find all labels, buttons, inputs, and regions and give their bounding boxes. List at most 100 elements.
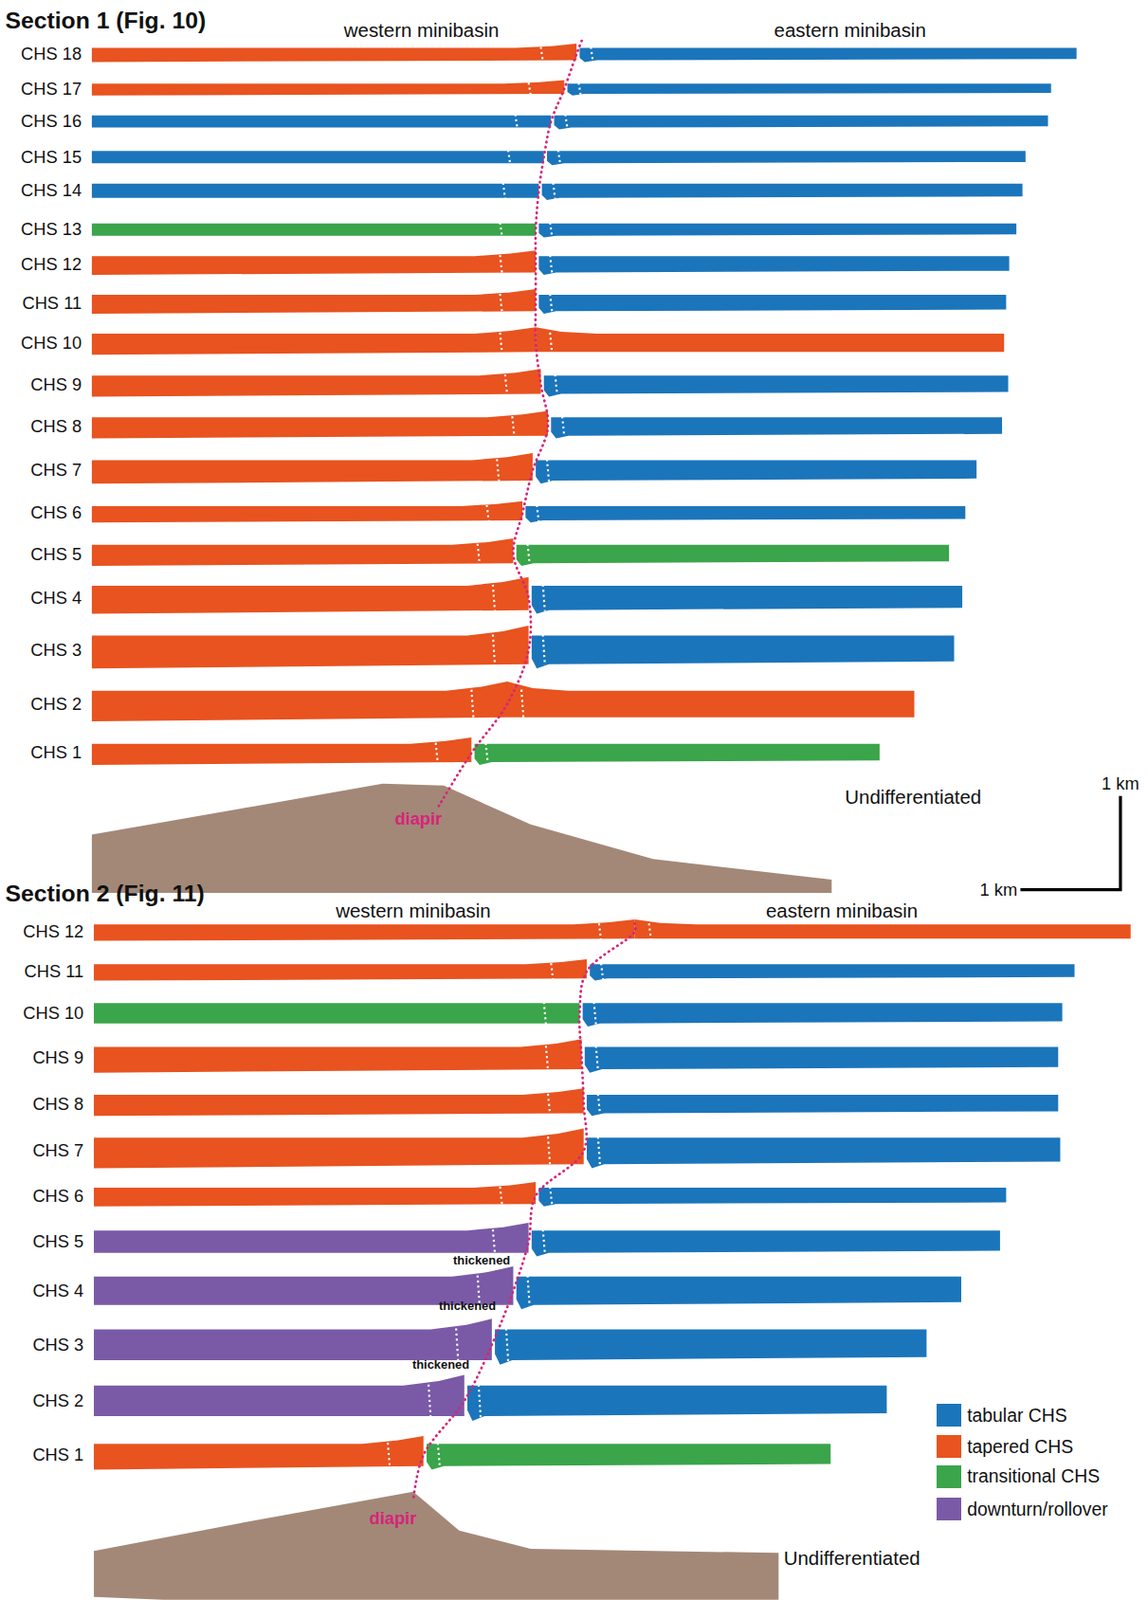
- boundary-mark: [543, 635, 546, 666]
- strata-label: western minibasin: [335, 900, 492, 922]
- strata-label: CHS 5: [32, 1232, 84, 1252]
- boundary-mark: [437, 1442, 440, 1468]
- west-strata-bar: [93, 1375, 465, 1418]
- strata-label: CHS 10: [20, 333, 82, 353]
- west-strata-bar: [91, 453, 533, 484]
- west-strata-bar: [93, 919, 636, 942]
- boundary-mark: [547, 1136, 550, 1166]
- west-strata-bar: [93, 1088, 584, 1116]
- boundary-mark: [549, 1186, 552, 1205]
- legend-swatch: [936, 1403, 962, 1427]
- legend-text: transitional CHS: [966, 1465, 1100, 1488]
- west-strata-bar: [93, 1222, 529, 1254]
- boundary-mark: [549, 332, 552, 354]
- boundary-mark: [499, 255, 502, 274]
- strata-label: CHS 10: [22, 1003, 84, 1023]
- boundary-mark: [555, 374, 558, 396]
- strata-label: 1 km: [980, 880, 1019, 900]
- west-strata-bar: [93, 1128, 584, 1168]
- east-strata-bar: [494, 1330, 927, 1366]
- boundary-mark: [521, 690, 524, 719]
- east-strata-bar: [579, 48, 1076, 63]
- east-strata-bar: [531, 585, 963, 615]
- legend-entry: downturn/rollover: [936, 1497, 1109, 1521]
- boundary-mark: [598, 1136, 601, 1166]
- boundary-mark: [499, 332, 502, 354]
- diapir-label: diapir: [394, 809, 442, 829]
- scale-bar: [1020, 796, 1120, 891]
- strata-label: CHS 11: [24, 962, 85, 982]
- west-strata-bar: [93, 1038, 583, 1074]
- strata-label: CHS 9: [30, 375, 82, 395]
- west-strata-bar: [91, 250, 536, 275]
- west-strata-bar: [93, 959, 587, 982]
- boundary-mark: [536, 505, 539, 522]
- legend-text: tapered CHS: [966, 1436, 1074, 1458]
- boundary-mark: [455, 1329, 458, 1362]
- boundary-mark: [543, 584, 546, 612]
- strata-label: CHS 9: [32, 1048, 84, 1068]
- east-strata-bar: [525, 506, 966, 523]
- west-strata-bar: [91, 577, 529, 615]
- boundary-mark: [499, 222, 502, 237]
- east-strata-bar: [635, 919, 1131, 939]
- legend-swatch: [936, 1497, 962, 1521]
- east-strata-bar: [538, 1187, 1006, 1207]
- legend-swatch: [936, 1435, 962, 1458]
- boundary-mark: [436, 743, 438, 765]
- east-strata-bar: [550, 417, 1003, 438]
- strata-label: CHS 8: [32, 1094, 84, 1114]
- boundary-mark: [485, 743, 488, 765]
- boundary-mark: [505, 374, 508, 396]
- east-strata-bar: [531, 1230, 1001, 1257]
- legend-swatch: [936, 1465, 962, 1489]
- boundary-mark: [492, 584, 495, 612]
- annotation: thickened: [453, 1254, 511, 1268]
- boundary-mark: [528, 82, 531, 95]
- boundary-mark: [578, 82, 581, 95]
- strata-label: CHS 8: [30, 417, 82, 437]
- boundary-mark: [593, 1002, 596, 1025]
- annotation: thickened: [438, 1299, 496, 1313]
- boundary-mark: [499, 293, 502, 312]
- boundary-mark: [492, 635, 495, 666]
- boundary-mark: [550, 963, 553, 980]
- annotation: thickened: [412, 1358, 470, 1372]
- legend-entry: transitional CHS: [936, 1465, 1100, 1489]
- section-title: Section 1 (Fig. 10): [4, 7, 206, 34]
- boundary-mark: [562, 416, 565, 438]
- strata-label: CHS 14: [20, 181, 82, 201]
- east-strata-bar: [535, 327, 1004, 352]
- west-strata-bar: [91, 737, 472, 766]
- strata-label: CHS 7: [32, 1141, 84, 1161]
- strata-label: CHS 1: [32, 1445, 84, 1465]
- west-strata-bar: [91, 538, 514, 566]
- boundary-mark: [543, 1229, 546, 1255]
- strata-label: eastern minibasin: [774, 19, 927, 41]
- undifferentiated-body: [93, 1492, 779, 1600]
- strata-label: CHS 13: [20, 219, 82, 239]
- strata-label: CHS 6: [32, 1186, 84, 1206]
- boundary-mark: [549, 255, 552, 274]
- strata-label: CHS 2: [30, 694, 82, 714]
- east-strata-bar: [544, 375, 1009, 397]
- boundary-mark: [547, 1093, 550, 1115]
- boundary-mark: [528, 544, 530, 565]
- strata-label: CHS 15: [20, 147, 82, 167]
- east-strata-bar: [546, 150, 1026, 165]
- boundary-mark: [549, 293, 552, 312]
- strata-label: Undifferentiated: [783, 1547, 921, 1568]
- strata-label: CHS 3: [32, 1335, 84, 1355]
- boundary-mark: [564, 114, 567, 129]
- boundary-mark: [503, 182, 506, 200]
- west-strata-bar: [91, 368, 542, 397]
- boundary-mark: [477, 544, 480, 565]
- boundary-mark: [558, 149, 561, 164]
- strata-label: CHS 18: [20, 44, 82, 64]
- east-strata-bar: [538, 255, 1009, 275]
- strata-label: eastern minibasin: [765, 900, 918, 922]
- west-strata-bar: [93, 1002, 580, 1024]
- west-strata-bar: [91, 223, 536, 237]
- boundary-mark: [598, 1093, 601, 1115]
- strata-label: CHS 11: [21, 293, 82, 313]
